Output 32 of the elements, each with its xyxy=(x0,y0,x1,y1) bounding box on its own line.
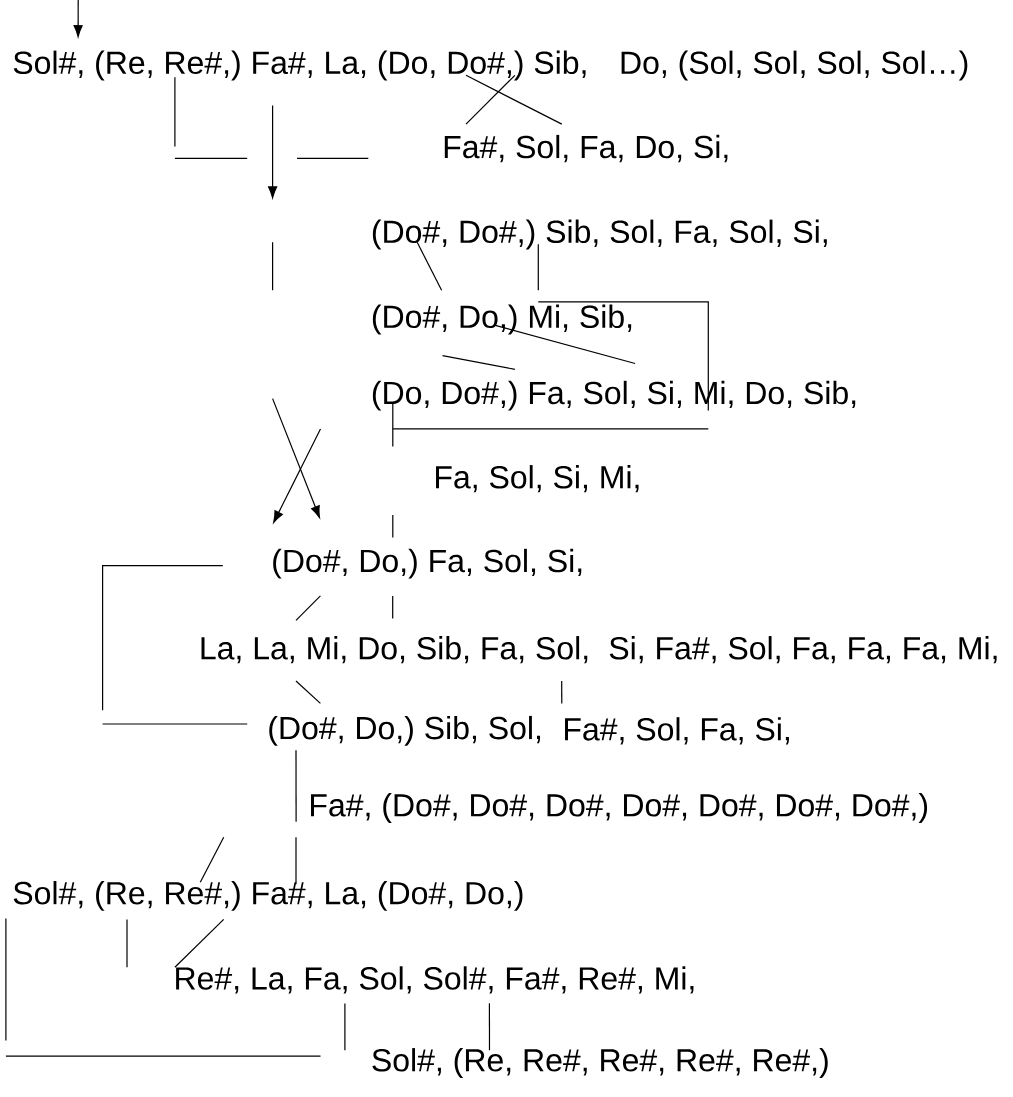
note-sequence: Do, (Sol, Sol, Sol, Sol…) xyxy=(621,50,968,81)
note-sequence: La, La, Mi, Do, Sib, Fa, Sol, xyxy=(201,636,588,664)
connector-line xyxy=(537,301,709,411)
note-sequence: Fa#, Sol, Fa, Si, xyxy=(565,717,789,745)
note-sequence: Sol#, (Re, Re#,) Fa#, La, (Do, Do#,) Sib, xyxy=(13,50,586,81)
connector-line xyxy=(561,680,563,704)
connector-line xyxy=(537,243,539,291)
connector-line xyxy=(295,680,321,704)
connector-line xyxy=(416,241,443,291)
note-sequence: Sol#, (Re, Re#,) Fa#, La, (Do#, Do,) xyxy=(13,881,523,911)
connector-line xyxy=(174,918,225,968)
connector-line xyxy=(465,74,563,125)
note-sequence: Re#, La, Fa, Sol, Sol#, Fa#, Re#, Mi, xyxy=(176,966,694,994)
arrow xyxy=(272,398,321,518)
connector-line xyxy=(295,749,297,823)
note-sequence: (Do#, Do,) Fa, Sol, Si, xyxy=(273,548,582,579)
arrow xyxy=(268,105,278,199)
arrow xyxy=(73,0,83,38)
note-sequence: Fa#, Sol, Fa, Do, Si, xyxy=(444,134,728,163)
connector-line xyxy=(465,74,516,125)
connector-line xyxy=(488,1002,491,1051)
arrow xyxy=(273,428,322,523)
note-sequence: (Do#, Do,) Mi, Sib, xyxy=(372,304,632,335)
note-sequence: (Do#, Do#,) Sib, Sol, Fa, Sol, Si, xyxy=(372,219,827,250)
connector-line xyxy=(295,595,321,621)
connector-line xyxy=(494,324,636,365)
note-sequence: Fa#, (Do#, Do#, Do#, Do#, Do#, Do#, Do#,) xyxy=(311,793,928,823)
note-sequence: Si, Fa#, Sol, Fa, Fa, Fa, Mi, xyxy=(609,636,997,664)
note-sequence: (Do#, Do,) Sib, Sol, xyxy=(269,715,541,746)
connector-line xyxy=(392,595,394,619)
note-sequence: Sol#, (Re, Re#, Re#, Re#, Re#,) xyxy=(372,1048,828,1078)
note-sequence: Fa, Sol, Si, Mi, xyxy=(436,465,639,493)
